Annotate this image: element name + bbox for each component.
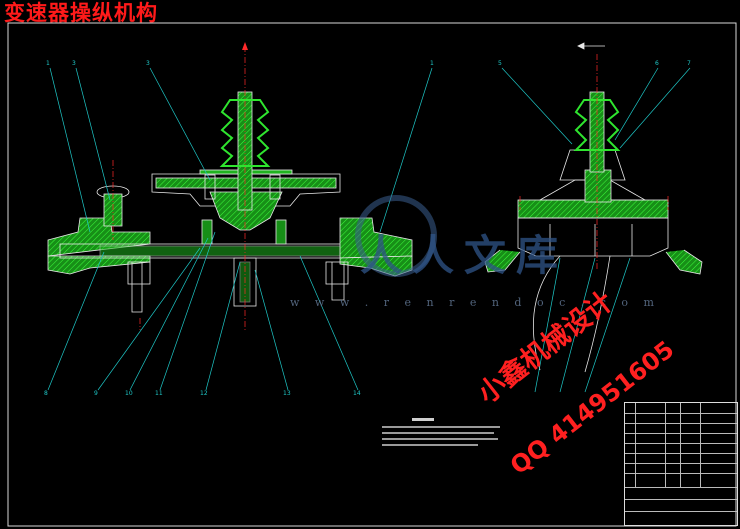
callout-7: 7: [687, 60, 691, 67]
technical-notes-block: [382, 418, 502, 460]
callout-9: 9: [94, 390, 98, 397]
drawing-frame: [7, 22, 737, 527]
title-block: [624, 402, 738, 526]
tb-rule: [700, 403, 701, 487]
right-centerlines: [519, 54, 669, 270]
upper-cover: [151, 173, 341, 207]
tb-rule: [625, 473, 737, 474]
base-housing: [517, 199, 669, 219]
drawing-title: 变速器操纵机构: [4, 1, 158, 25]
tb-rule: [625, 499, 737, 500]
watermark-logo-ring: [355, 195, 437, 277]
callout-1b: 1: [430, 60, 434, 67]
callout-12: 12: [200, 390, 208, 397]
callout-6: 6: [655, 60, 659, 67]
callout-5: 5: [498, 60, 502, 67]
view-arrows: [242, 42, 605, 50]
tb-rule: [625, 463, 737, 464]
tb-rule: [625, 511, 737, 512]
tb-rule: [625, 433, 737, 434]
tb-rule: [665, 403, 666, 487]
watermark-brand: 人人文库: [360, 231, 569, 280]
callout-8: 8: [44, 390, 48, 397]
tb-rule: [625, 487, 737, 488]
central-hub: [209, 191, 283, 231]
left-centerlines: [112, 46, 246, 330]
callout-10: 10: [125, 390, 133, 397]
right-rubber-boot: [573, 99, 621, 151]
notes-lines: [382, 418, 500, 446]
callout-11: 11: [155, 390, 163, 397]
leader-lines: [47, 67, 691, 393]
left-section-view: [47, 91, 413, 313]
tb-rule: [680, 403, 681, 487]
callout-1: 1: [46, 60, 50, 67]
callout-13: 13: [283, 390, 291, 397]
watermark-site: w w w . r e n r e n d o c . c o m: [290, 296, 660, 309]
tb-rule: [635, 403, 636, 487]
tb-rule: [625, 453, 737, 454]
callout-3b: 3: [146, 60, 150, 67]
tb-rule: [625, 413, 737, 414]
tb-rule: [625, 423, 737, 424]
callout-3: 3: [72, 60, 76, 67]
callout-14: 14: [353, 390, 361, 397]
tb-rule: [625, 443, 737, 444]
rubber-boot: [219, 99, 271, 167]
